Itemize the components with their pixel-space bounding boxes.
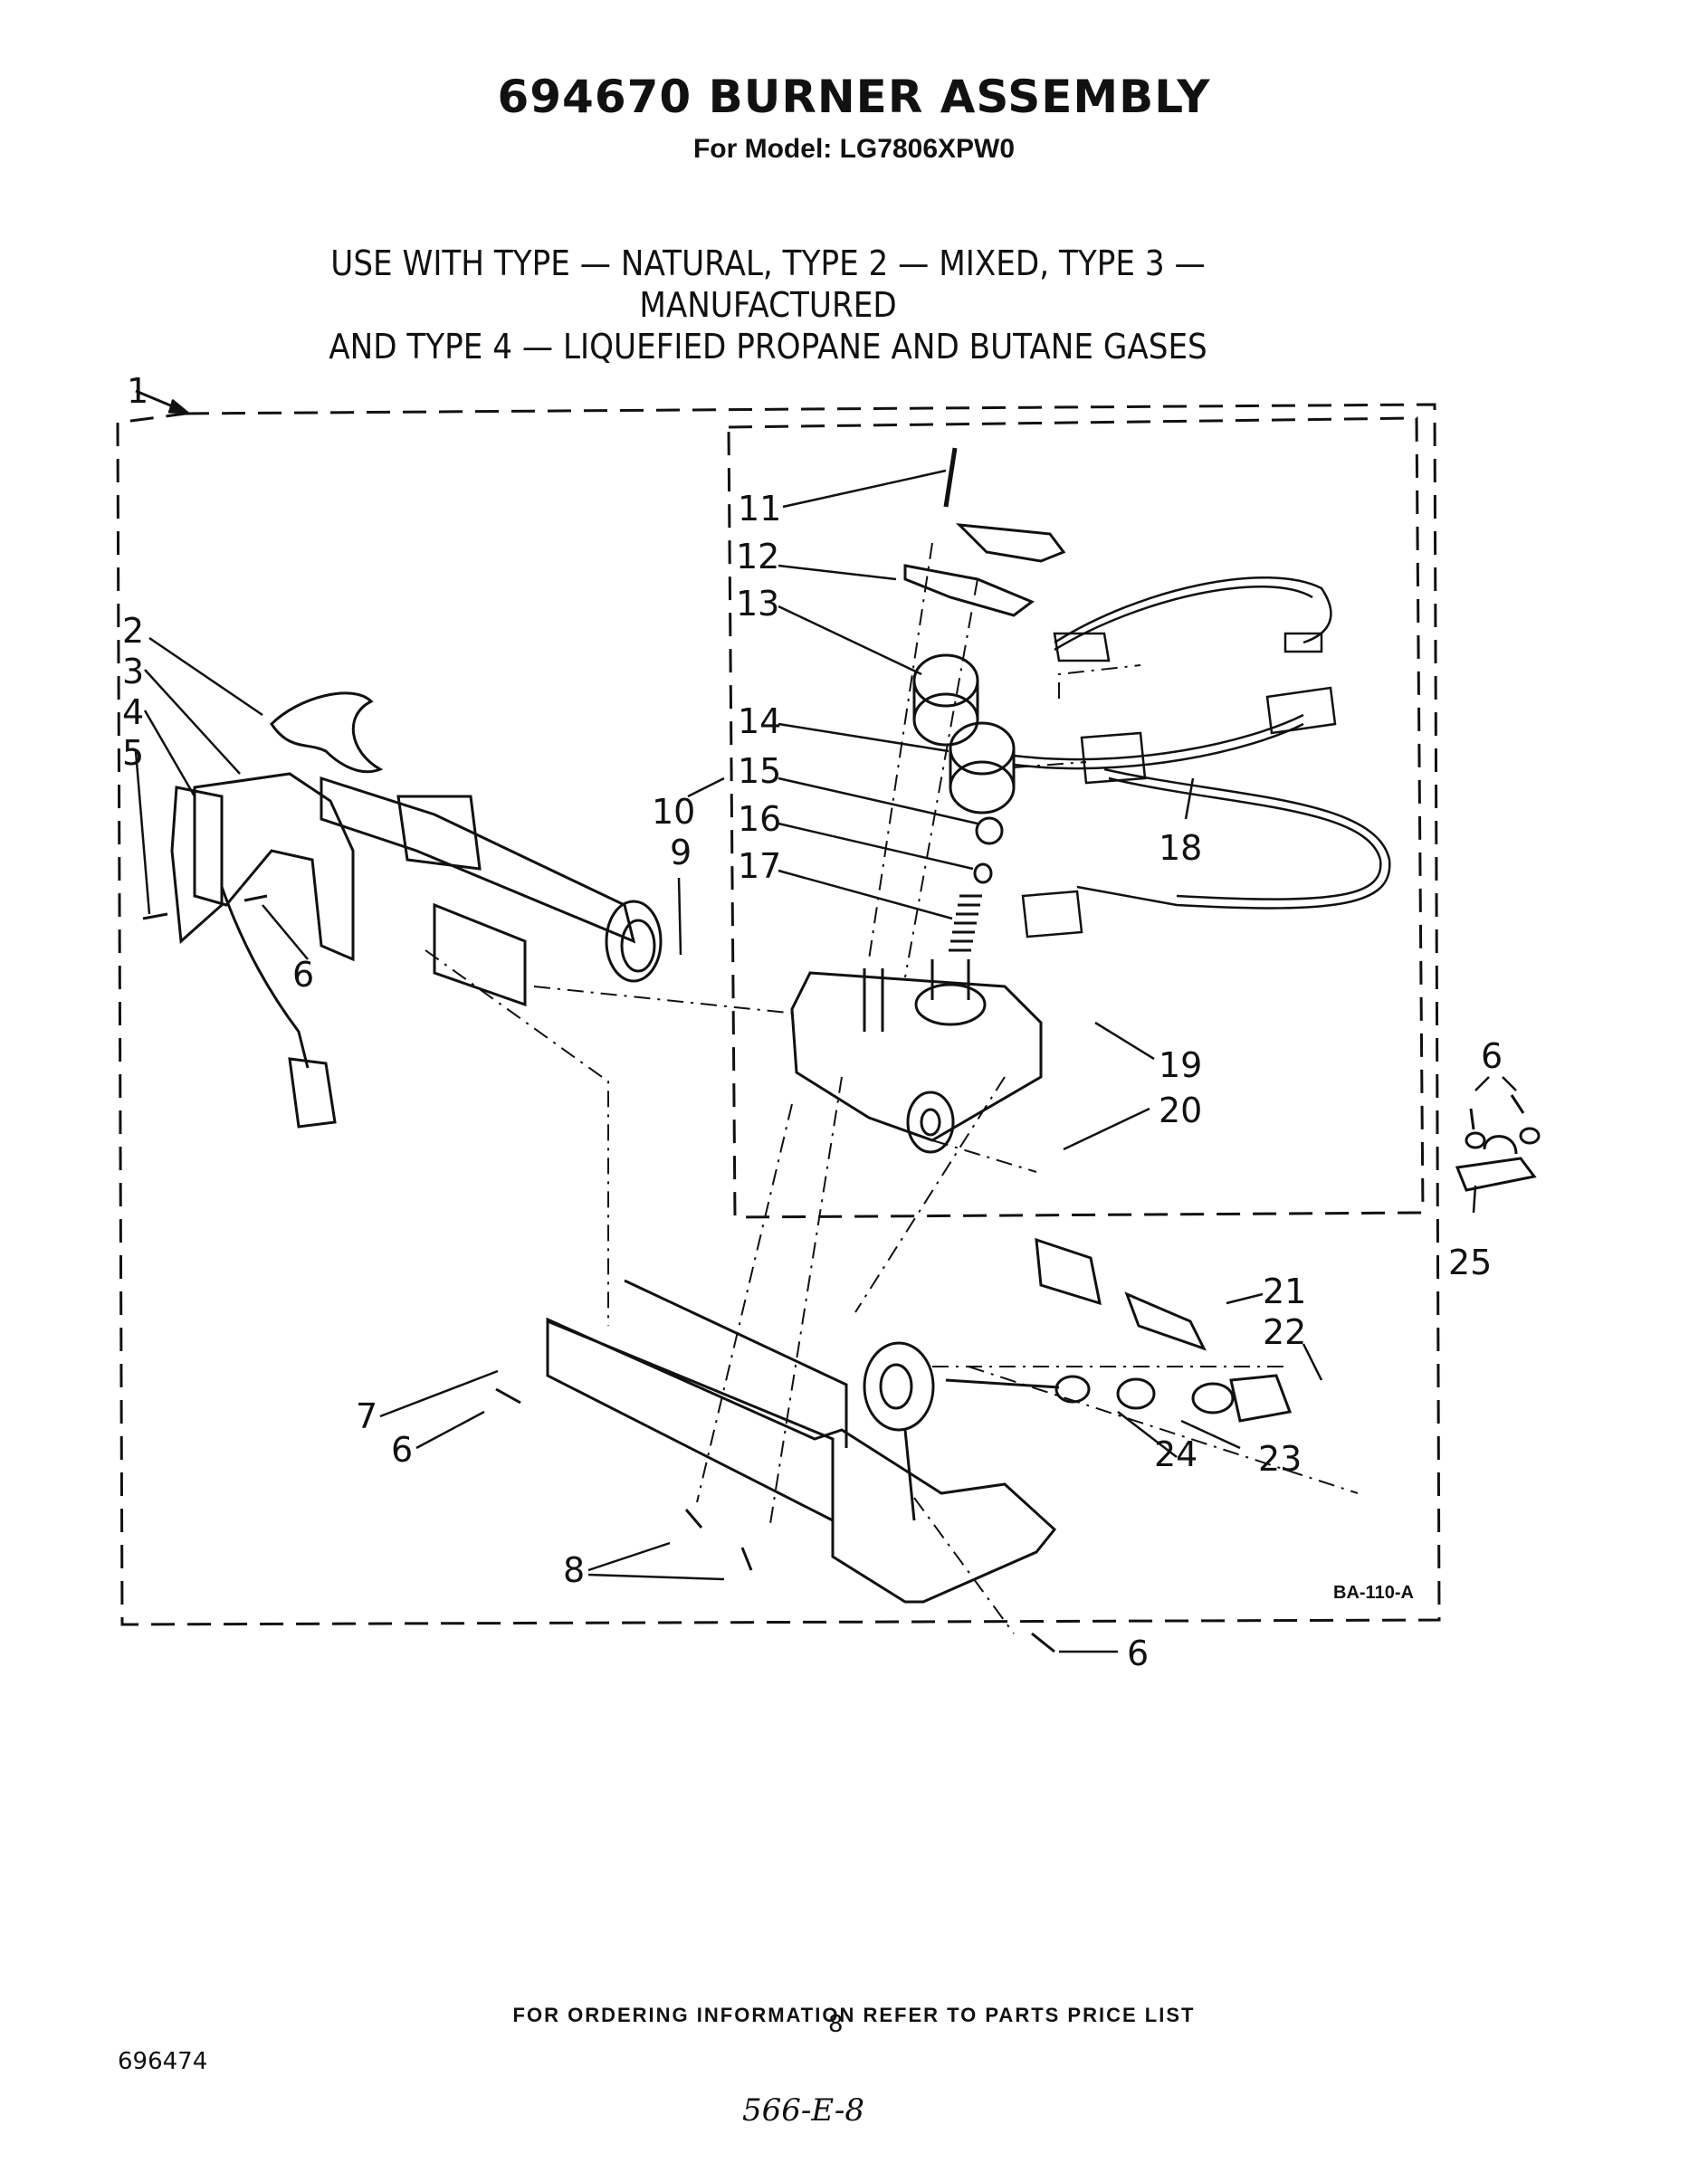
diagram-code: BA-110-A [1333,1583,1414,1603]
pipe-fittings [945,1237,1293,1423]
gas-type-line-1: USE WITH TYPE — NATURAL, TYPE 2 — MIXED,… [330,243,1206,325]
callout-1: 1 [127,371,148,411]
callout-14: 14 [738,701,781,741]
callout-12: 12 [736,537,779,576]
model-subtitle: For Model: LG7806XPW0 [692,134,1016,164]
callout-19: 19 [1159,1045,1202,1085]
callout-13: 13 [736,584,779,624]
valve-internal-parts [949,816,1004,952]
callout-4: 4 [122,692,144,732]
callout-9: 9 [670,833,692,872]
document-number: 696474 [118,2048,208,2075]
callout-15: 15 [738,751,781,791]
callout-leaders [134,469,1517,1653]
wire-harness [1013,576,1391,938]
burner-tube [270,691,663,1007]
callout-6: 6 [292,955,314,995]
gas-type-line-2: AND TYPE 4 — LIQUEFIED PROPANE AND BUTAN… [329,327,1207,367]
gas-type-note: USE WITH TYPE — NATURAL, TYPE 2 — MIXED,… [226,243,1310,367]
igniter-bracket [170,772,355,1129]
callout-6-bottom: 6 [1127,1634,1149,1673]
outer-assembly-boundary [116,403,1441,1626]
page-number: 8 [828,2011,844,2038]
callout-20: 20 [1159,1091,1202,1130]
gas-valve-body [790,959,1043,1154]
callout-numbers: 1 2 3 4 5 6 7 8 9 10 11 12 13 14 15 16 1… [122,371,1503,1673]
valve-assembly-boundary [727,416,1425,1219]
burner-mounting-bracket [546,1279,1057,1604]
callout-10: 10 [652,792,695,832]
solenoid-coils [912,653,1016,814]
callout-2: 2 [122,611,144,651]
ordering-note: FOR ORDERING INFORMATION REFER TO PARTS … [512,2004,1196,2026]
assembly-lines [425,542,1359,1634]
screws [142,894,1525,1653]
callout-6-right: 6 [1481,1036,1503,1076]
tube-clamp [1455,1127,1541,1192]
callout-25: 25 [1448,1243,1492,1282]
handwritten-note: 566-E-8 [742,2092,864,2129]
callout-8: 8 [563,1550,585,1590]
callout-7: 7 [356,1396,377,1436]
callout-6-bracket: 6 [391,1430,413,1470]
callout-3: 3 [122,652,144,691]
callout-11: 11 [738,489,781,529]
page-title: 694670 BURNER ASSEMBLY [497,71,1211,123]
callout-24: 24 [1154,1434,1198,1474]
callout-22: 22 [1263,1312,1306,1352]
coil-retainer [903,447,1066,617]
callout-16: 16 [738,799,781,839]
callout-17: 17 [738,846,781,886]
callout-18: 18 [1159,828,1202,868]
callout-23: 23 [1258,1439,1302,1479]
callout-5: 5 [122,733,144,773]
callout-21: 21 [1263,1272,1306,1311]
